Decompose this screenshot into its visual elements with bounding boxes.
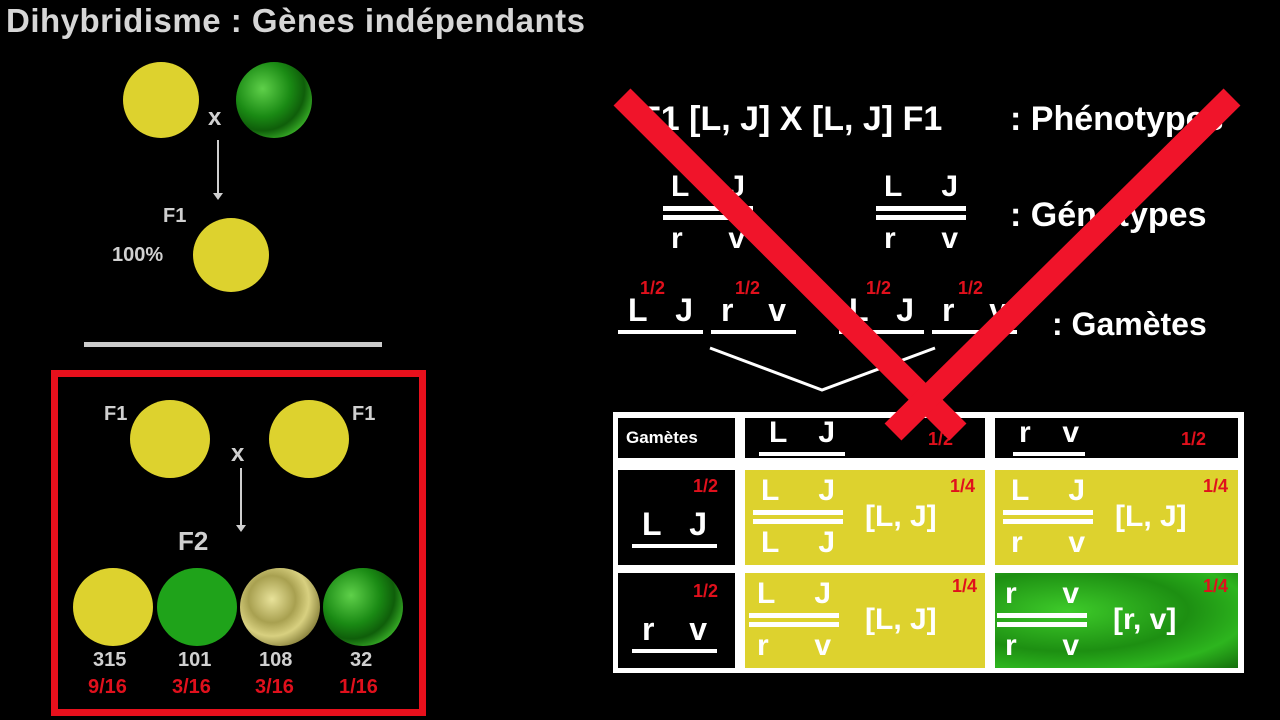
- phenotype: [L, J]: [865, 500, 937, 533]
- allele: v: [1062, 629, 1079, 662]
- allele: r: [757, 629, 769, 662]
- allele: J: [818, 474, 835, 507]
- allele: J: [1068, 474, 1085, 507]
- cross-out-stroke: [613, 88, 967, 441]
- ratio: 1/16: [339, 676, 378, 698]
- allele: J: [818, 526, 835, 559]
- allele: v: [1062, 577, 1079, 610]
- ratio: 3/16: [172, 676, 211, 698]
- count: 32: [350, 649, 373, 671]
- allele: v: [1068, 526, 1085, 559]
- count: 315: [93, 649, 127, 671]
- freq: 1/2: [1181, 429, 1207, 449]
- freq: 1/4: [1203, 576, 1229, 596]
- arrow-down-icon: [213, 140, 223, 200]
- phenotype: [L, J]: [865, 603, 937, 636]
- allele: L: [671, 170, 690, 203]
- allele: r: [884, 222, 896, 255]
- corner-label: Gamètes: [626, 428, 698, 447]
- cross-symbol: x: [208, 104, 222, 131]
- freq: 1/4: [950, 476, 976, 496]
- allele: v: [768, 292, 786, 328]
- allele: L: [761, 526, 780, 559]
- phenotype: [L, J]: [1115, 500, 1187, 533]
- allele: v: [689, 611, 707, 647]
- allele: L: [757, 577, 776, 610]
- allele: L: [1011, 474, 1030, 507]
- allele: v: [814, 629, 831, 662]
- f1-label-right: F1: [352, 403, 376, 425]
- f2-label: F2: [178, 526, 209, 556]
- f1-pea-right: [269, 400, 349, 478]
- gamete-freq: 1/2: [640, 278, 666, 298]
- gametes-label: : Gamètes: [1052, 306, 1207, 342]
- freq: 1/4: [952, 576, 978, 596]
- f1-label: F1: [163, 205, 187, 227]
- allele: J: [941, 170, 958, 203]
- gamete-freq: 1/2: [735, 278, 761, 298]
- pea-green-wrinkled: [323, 568, 403, 646]
- gamete-freq: 1/2: [866, 278, 892, 298]
- cross-out-stroke: [884, 88, 1241, 441]
- allele: J: [896, 292, 914, 328]
- allele: r: [721, 292, 734, 328]
- count: 101: [178, 649, 212, 671]
- freq: 1/2: [693, 476, 719, 496]
- gamete-freq: 1/2: [958, 278, 984, 298]
- allele: L: [642, 506, 662, 542]
- arrow-down-icon: [236, 468, 246, 532]
- allele: J: [675, 292, 693, 328]
- f2-box: [51, 370, 426, 716]
- allele: r: [671, 222, 683, 255]
- divider: [84, 342, 382, 347]
- table-cell: L J L J [L, J] 1/4: [745, 470, 985, 565]
- pea-green-smooth: [157, 568, 237, 646]
- table-cell: r v r v [r, v] 1/4: [995, 573, 1238, 668]
- allele: L: [884, 170, 903, 203]
- yellow-pea: [123, 62, 199, 138]
- allele: r: [1005, 629, 1017, 662]
- allele: L: [628, 292, 648, 328]
- allele: r: [1005, 577, 1017, 610]
- allele: r: [942, 292, 955, 328]
- ratio: 9/16: [88, 676, 127, 698]
- f1-percent: 100%: [112, 244, 164, 266]
- allele: v: [1062, 416, 1079, 449]
- allele: L: [769, 416, 788, 449]
- allele: r: [1019, 416, 1031, 449]
- freq: 1/4: [1203, 476, 1229, 496]
- allele: J: [818, 416, 835, 449]
- pea-yellow-wrinkled: [240, 568, 320, 646]
- table-corner: Gamètes: [618, 418, 735, 458]
- f1-pea: [193, 218, 269, 292]
- f1-pea-left: [130, 400, 210, 478]
- phenotype: [r, v]: [1113, 603, 1177, 636]
- cross-symbol-box: x: [231, 440, 245, 467]
- allele: r: [642, 611, 655, 647]
- genotype-2: L J r v: [876, 172, 966, 254]
- page-title: Dihybridisme : Gènes indépendants: [6, 2, 586, 39]
- pea-yellow-smooth: [73, 568, 153, 646]
- allele: J: [814, 577, 831, 610]
- allele: J: [689, 506, 707, 542]
- phenotypes-line: F1 [L, J] X [L, J] F1: [640, 100, 943, 138]
- freq: 1/2: [693, 581, 719, 601]
- allele: r: [1011, 526, 1023, 559]
- allele: v: [941, 222, 958, 255]
- green-wrinkled-pea: [236, 62, 312, 138]
- f1-label-left: F1: [104, 403, 128, 425]
- ratio: 3/16: [255, 676, 294, 698]
- count: 108: [259, 649, 293, 671]
- allele: L: [761, 474, 780, 507]
